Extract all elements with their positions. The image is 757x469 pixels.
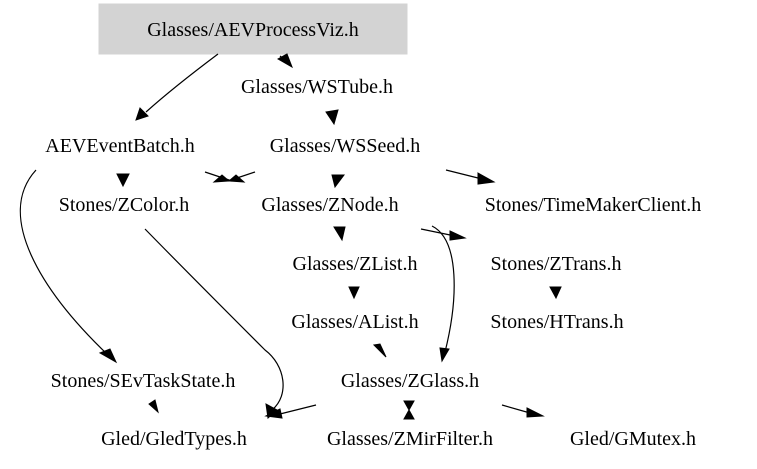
arrowhead-gledtypes-from-zglass: [264, 408, 283, 419]
node-aevprocessviz[interactable]: Glasses/AEVProcessViz.h: [147, 19, 359, 41]
arrowhead-zcolor: [116, 173, 130, 188]
arrowhead-ztrans: [449, 230, 467, 241]
node-gmutex[interactable]: Gled/GMutex.h: [570, 428, 696, 450]
arrowhead-znode-from-aeveventbatch: [212, 174, 231, 183]
node-znode[interactable]: Glasses/ZNode.h: [261, 194, 398, 216]
arrowhead-zmirfilter: [403, 400, 415, 412]
edge-zglass-gmutex: [501, 404, 531, 414]
edge-zcolor-gledtypes: [144, 228, 284, 411]
node-sevtaskstate[interactable]: Stones/SEvTaskState.h: [51, 370, 236, 392]
node-zglass[interactable]: Glasses/ZGlass.h: [341, 370, 479, 392]
node-timemakerclient[interactable]: Stones/TimeMakerClient.h: [485, 194, 701, 216]
arrowhead-wstube: [276, 53, 293, 69]
arrowhead-alist: [348, 286, 360, 300]
node-gledtypes[interactable]: Gled/GledTypes.h: [101, 428, 247, 450]
edge-aeveventbatch-sevtaskstate: [19, 169, 109, 356]
arrowhead-zglass-from-zmirfilter: [403, 408, 415, 420]
edges: [19, 53, 562, 420]
node-ztrans[interactable]: Stones/ZTrans.h: [491, 253, 622, 275]
arrowhead-zlist: [333, 226, 346, 242]
arrowhead-gledtypes-from-sevtaskstate: [148, 399, 159, 414]
node-htrans[interactable]: Stones/HTrans.h: [490, 311, 623, 333]
node-zlist[interactable]: Glasses/ZList.h: [293, 253, 418, 275]
arrowhead-wsseed: [325, 109, 339, 126]
node-wstube[interactable]: Glasses/WSTube.h: [241, 76, 393, 98]
edge-wsseed-timemakerclient: [445, 169, 483, 180]
arrowhead-zcolor-from-wsseed: [227, 174, 246, 183]
node-zmirfilter[interactable]: Glasses/ZMirFilter.h: [327, 428, 493, 450]
arrowhead-zglass-from-znode: [439, 347, 450, 363]
arrowhead-htrans: [549, 286, 562, 300]
edge-zglass-gledtypes: [279, 404, 317, 415]
edge-aevprocessviz-aeveventbatch: [145, 53, 219, 113]
arrowhead-aeveventbatch: [135, 107, 149, 121]
arrowhead-gmutex: [526, 407, 545, 418]
arrowhead-timemakerclient: [477, 172, 496, 185]
arrowhead-sevtaskstate: [98, 348, 118, 364]
arrowhead-znode: [331, 174, 345, 189]
node-alist[interactable]: Glasses/AList.h: [291, 311, 418, 333]
root-node-box: [98, 3, 408, 55]
edge-znode-ztrans: [420, 228, 456, 237]
arrowhead-zglass-from-alist: [372, 343, 387, 358]
node-wsseed[interactable]: Glasses/WSSeed.h: [270, 135, 421, 157]
node-zcolor[interactable]: Stones/ZColor.h: [59, 194, 190, 216]
edge-znode-zglass: [431, 225, 455, 353]
nodes: Glasses/AEVProcessViz.h Glasses/WSTube.h…: [45, 19, 701, 450]
node-aeveventbatch[interactable]: AEVEventBatch.h: [45, 135, 194, 157]
